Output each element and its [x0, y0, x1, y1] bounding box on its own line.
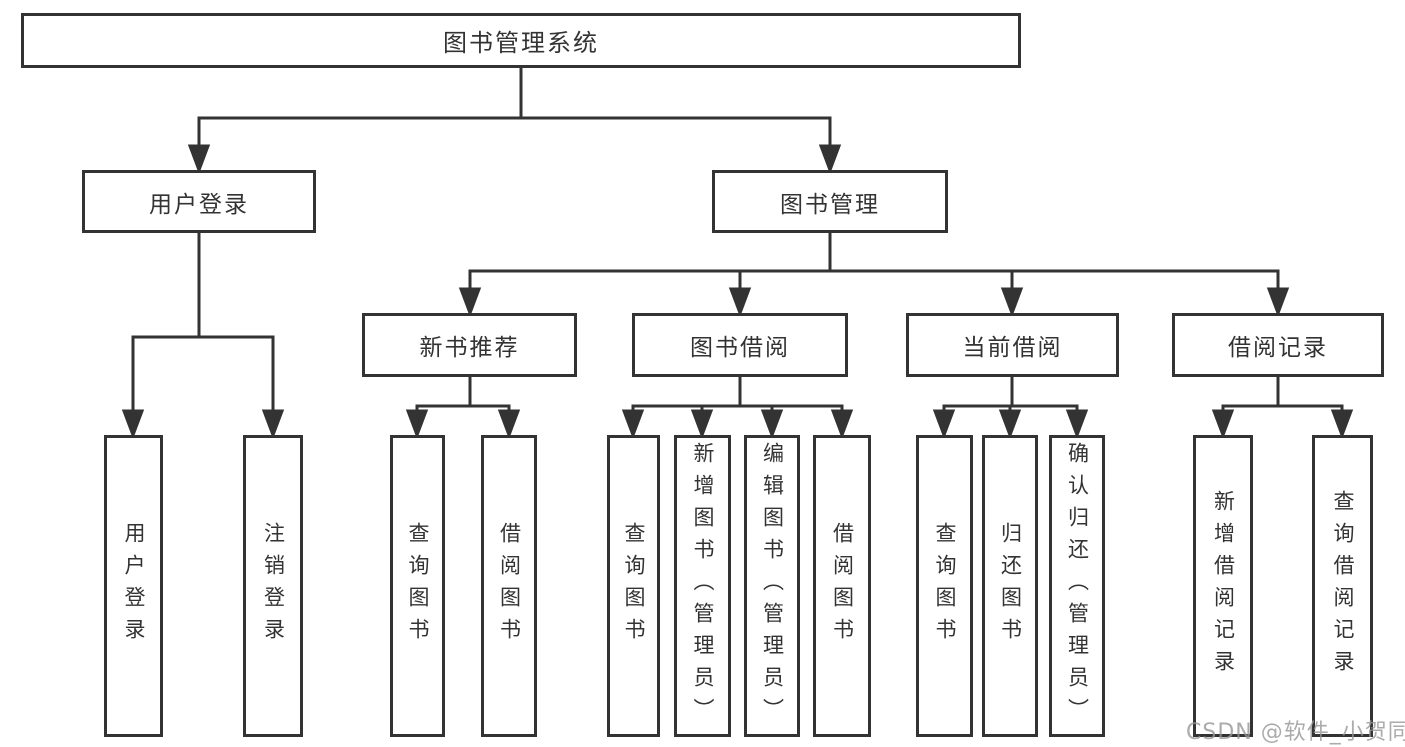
- leaf-add-book-admin: 新增图书（管理员）: [674, 435, 731, 737]
- node-book-management: 图书管理: [712, 170, 948, 233]
- node-borrowing-records: 借阅记录: [1172, 313, 1384, 377]
- leaf-query-books-recommend: 查询图书: [390, 435, 445, 737]
- leaf-query-borrow-record: 查询借阅记录: [1312, 435, 1373, 737]
- leaf-confirm-return-admin: 确认归还（管理员）: [1049, 435, 1105, 737]
- leaf-query-books-current: 查询图书: [916, 435, 973, 737]
- node-user-login: 用户登录: [82, 170, 316, 233]
- leaf-logout: 注销登录: [243, 435, 303, 737]
- leaf-query-books-borrow: 查询图书: [607, 435, 660, 737]
- node-book-borrowing: 图书借阅: [632, 313, 848, 377]
- node-current-borrowing: 当前借阅: [906, 313, 1119, 377]
- csdn-watermark: CSDN @软件_小贺同学: [1186, 720, 1405, 745]
- node-library-management-system: 图书管理系统: [21, 13, 1021, 68]
- leaf-return-book: 归还图书: [982, 435, 1038, 737]
- leaf-borrow-books-recommend: 借阅图书: [481, 435, 537, 737]
- leaf-borrow-books: 借阅图书: [813, 435, 871, 737]
- leaf-user-login: 用户登录: [104, 435, 163, 737]
- node-new-book-recommendation: 新书推荐: [362, 313, 577, 377]
- leaf-edit-book-admin: 编辑图书（管理员）: [744, 435, 800, 737]
- leaf-add-borrow-record: 新增借阅记录: [1193, 435, 1253, 737]
